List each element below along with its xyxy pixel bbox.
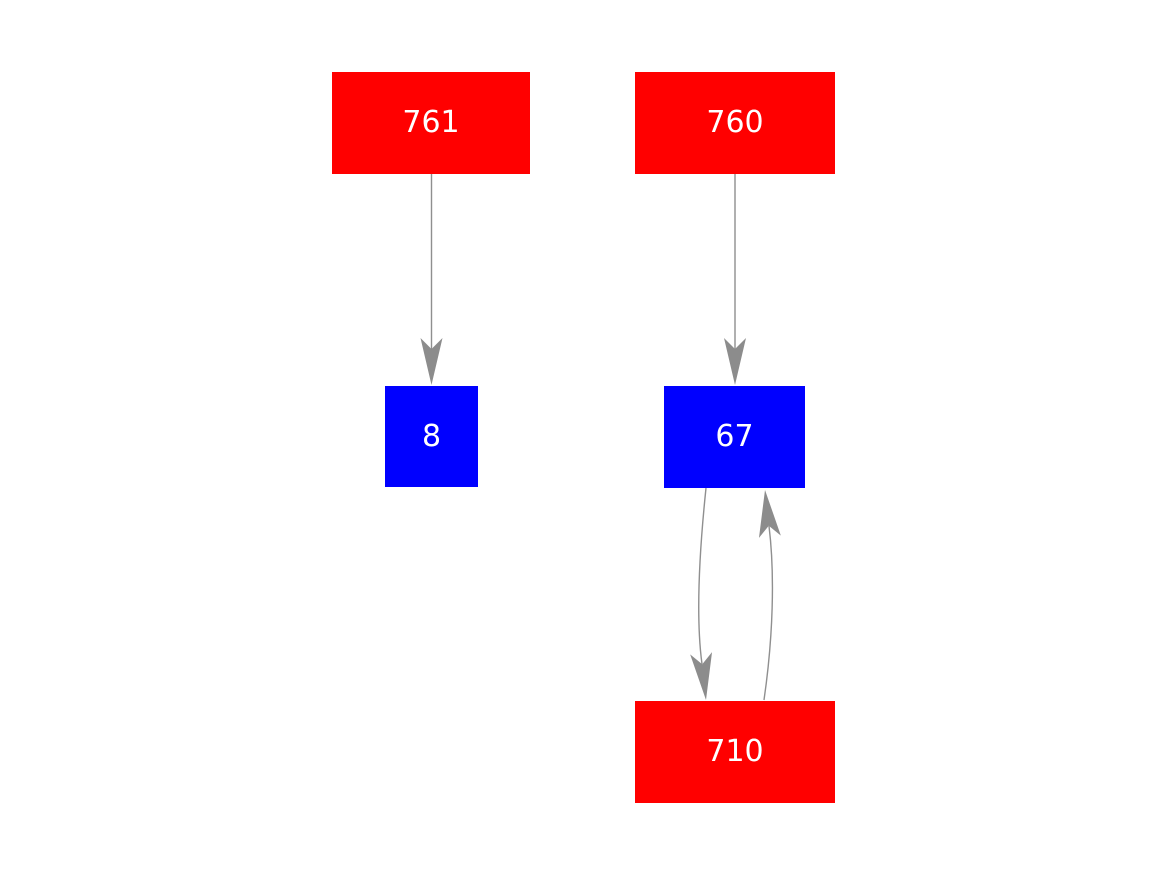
node-761-label: 761	[402, 105, 460, 140]
edge-710-67-arrowhead	[758, 490, 781, 538]
edge-67-710-arrowhead	[690, 652, 713, 700]
node-67: 67	[664, 386, 805, 488]
node-710-label: 710	[706, 734, 764, 769]
node-761: 761	[332, 72, 530, 174]
edge-760-67-arrowhead	[724, 338, 746, 385]
node-760: 760	[635, 72, 835, 174]
edge-710-67	[763, 525, 774, 701]
node-67-label: 67	[715, 419, 754, 454]
edge-761-8-arrowhead	[420, 338, 443, 385]
node-8: 8	[385, 386, 478, 487]
node-760-label: 760	[706, 105, 764, 140]
edge-67-710	[698, 487, 707, 665]
node-710: 710	[635, 701, 835, 803]
node-8-label: 8	[421, 418, 442, 454]
